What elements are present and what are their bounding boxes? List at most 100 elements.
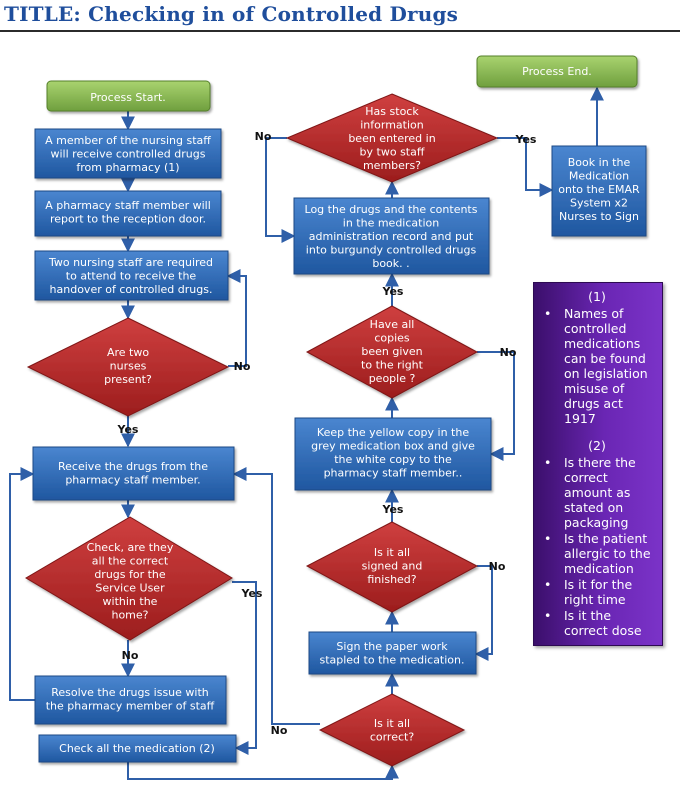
node-label-line: into burgundy controlled drugs: [306, 244, 477, 257]
diamond-two-nurses: [26, 317, 230, 417]
node-label-line: in the medication: [343, 217, 439, 230]
node-label-line: been entered in: [348, 132, 435, 145]
node-label-line: Process Start.: [90, 91, 166, 104]
node-label-line: Check all the medication (2): [59, 742, 215, 755]
node-label-line: A pharmacy staff member will: [45, 199, 211, 212]
connectors: [9, 86, 604, 780]
notes-item-text: Is the patient allergic to the medicatio…: [564, 531, 651, 576]
node-label-line: to attend to receive the: [66, 270, 197, 283]
notes-item: • Is there the correct amount as stated o…: [538, 455, 656, 530]
node-label-line: A member of the nursing staff: [45, 134, 211, 147]
notes-item: • Is it the correct dose: [538, 608, 656, 638]
notes-panel: (1) • Names of controlled medications can…: [533, 282, 663, 646]
notes-item-text: Is it the correct dose: [564, 608, 642, 638]
bullet-icon: •: [544, 608, 552, 623]
edge-resolve-back-to-receive: [9, 467, 35, 701]
node-label-line: Are two: [107, 346, 149, 359]
node-label-line: pharmacy staff member..: [324, 467, 463, 480]
node-label-line: Is it all: [374, 717, 410, 730]
node-label-line: signed and: [362, 560, 423, 573]
diamond-copies: [305, 305, 479, 399]
label-stock-yes: Yes: [515, 133, 537, 146]
box-receive-drugs: [34, 128, 222, 179]
node-label-line: report to the reception door.: [50, 213, 206, 226]
node-label-line: Have all: [370, 318, 415, 331]
box-sign-paperwork: [308, 631, 477, 675]
node-label-line: grey medication box and give: [311, 440, 475, 453]
node-label-line: administration record and put: [309, 230, 474, 243]
node-label-line: Check, are they: [87, 541, 174, 554]
notes-item-text: Is there the correct amount as stated on…: [564, 455, 636, 530]
node-label-line: within the: [103, 595, 158, 608]
title-divider: [0, 30, 680, 32]
label-copies-no: No: [500, 346, 517, 359]
node-label-line: Nurses to Sign: [559, 210, 639, 223]
edge-stock-yes-to-book: [497, 137, 554, 197]
node-label-line: drugs for the: [94, 568, 166, 581]
node-label-line: Two nursing staff are required: [48, 256, 213, 269]
node-label-line: Keep the yellow copy in the: [317, 426, 469, 439]
node-label-line: Service User: [95, 582, 165, 595]
node-label-line: System x2: [570, 197, 628, 210]
box-check-all-meds: [38, 734, 237, 763]
edge-is-correct-no-loop: [232, 467, 320, 725]
node-label-line: to the right: [361, 359, 424, 372]
label-two-nurses-yes: Yes: [117, 423, 139, 436]
label-stock-no: No: [255, 130, 272, 143]
bullet-icon: •: [544, 577, 552, 592]
edge-two-nurses-no-loop: [226, 269, 247, 367]
node-label-line: by two staff: [360, 146, 425, 159]
node-label-line: Sign the paper work: [336, 640, 448, 653]
label-copies-yes: Yes: [382, 285, 404, 298]
label-check-correct-no: No: [122, 649, 139, 662]
bullet-icon: •: [544, 306, 552, 321]
box-receive-from-pharmacy: [32, 446, 235, 501]
node-label-line: correct?: [370, 731, 415, 744]
diamond-signed: [305, 521, 479, 613]
edge-check-all-to-is-correct: [127, 762, 399, 780]
node-label-line: present?: [104, 373, 152, 386]
box-two-nursing: [34, 250, 229, 301]
node-label-line: the white copy to the: [334, 453, 452, 466]
edge-labels: No Yes Yes No No No Yes No Yes No Yes: [117, 130, 537, 737]
node-label-line: pharmacy staff member.: [65, 474, 200, 487]
node-label-line: handover of controlled drugs.: [50, 283, 213, 296]
node-label-line: will receive controlled drugs: [51, 148, 206, 161]
node-label-line: Medication: [569, 170, 629, 183]
diamond-check-correct: [25, 516, 233, 641]
node-label-line: information: [360, 119, 424, 132]
node-label-line: book. .: [372, 257, 409, 270]
node-label-line: Has stock: [365, 105, 419, 118]
notes-item-text: Names of controlled medications can be f…: [564, 306, 648, 426]
notes-section-1-header: (1): [588, 289, 606, 304]
box-book-in: [551, 145, 647, 237]
notes-section-1-list: • Names of controlled medications can be …: [538, 306, 656, 426]
node-label-line: Resolve the drugs issue with: [51, 686, 209, 699]
label-two-nurses-no: No: [234, 360, 251, 373]
edge-check-yes-to-check-all: [232, 581, 257, 755]
node-label-line: people ?: [369, 372, 416, 385]
node-label-line: all the correct: [92, 555, 169, 568]
node-label-line: Is it all: [374, 546, 410, 559]
notes-item: •Is it for the right time: [538, 577, 656, 607]
edge-copies-no-loop: [477, 351, 515, 461]
box-resolve-issue: [34, 675, 227, 725]
node-label-line: members?: [363, 159, 421, 172]
box-keep-yellow: [294, 417, 492, 491]
bullet-icon: •: [544, 455, 552, 470]
bullet-icon: •: [544, 531, 552, 546]
node-label-line: the pharmacy member of staff: [46, 700, 215, 713]
node-label-line: finished?: [367, 573, 416, 586]
box-log-drugs: [293, 197, 490, 275]
